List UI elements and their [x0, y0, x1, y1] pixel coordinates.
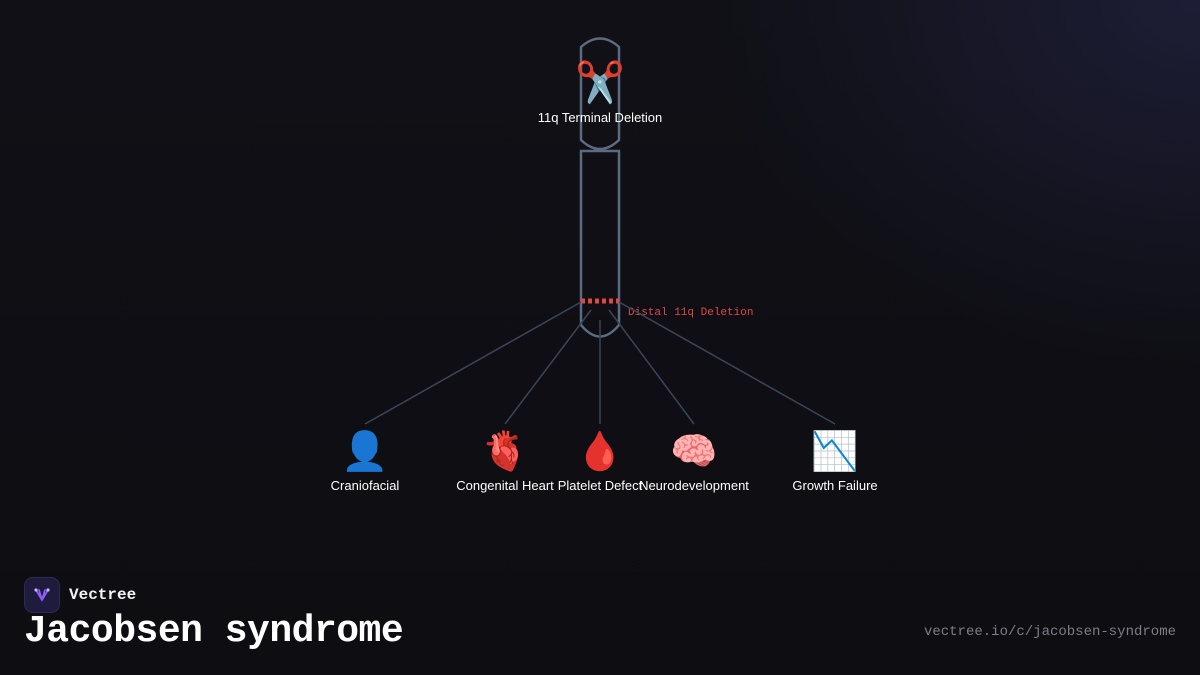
feature-neurodevelopment: 🧠 Neurodevelopment — [639, 429, 749, 493]
page-url: vectree.io/c/jacobsen-syndrome — [923, 624, 1176, 640]
connector-congenital-heart — [504, 309, 592, 425]
vectree-logo-icon — [24, 577, 60, 613]
brand-name: Vectree — [69, 586, 137, 604]
connector-craniofacial — [364, 301, 582, 425]
feature-label: Platelet Defect — [558, 478, 643, 493]
person-icon: 👤 — [341, 429, 388, 473]
top-node-label: 11q Terminal Deletion — [538, 110, 663, 125]
chart-down-icon: 📉 — [811, 429, 858, 473]
feature-platelet-defect: 🩸 Platelet Defect — [558, 429, 643, 493]
chromosome-short-arm — [579, 37, 621, 151]
page-title: Jacobsen syndrome — [24, 610, 404, 653]
heart-icon: 🫀 — [481, 429, 528, 473]
deletion-label: Distal 11q Deletion — [628, 307, 753, 319]
feature-congenital-heart: 🫀 Congenital Heart — [456, 429, 554, 493]
connector-growth-failure — [618, 301, 836, 425]
brain-icon: 🧠 — [670, 429, 717, 473]
scissors-icon: ✂️ — [575, 58, 625, 106]
feature-craniofacial: 👤 Craniofacial — [331, 429, 400, 493]
chromosome-long-arm — [579, 149, 621, 338]
brand: Vectree — [24, 577, 136, 613]
connector-neurodevelopment — [608, 309, 695, 425]
feature-growth-failure: 📉 Growth Failure — [792, 429, 877, 493]
feature-label: Neurodevelopment — [639, 478, 749, 493]
feature-label: Craniofacial — [331, 478, 400, 493]
feature-label: Congenital Heart — [456, 478, 554, 493]
blood-drop-icon: 🩸 — [576, 429, 623, 473]
feature-label: Growth Failure — [792, 478, 877, 493]
